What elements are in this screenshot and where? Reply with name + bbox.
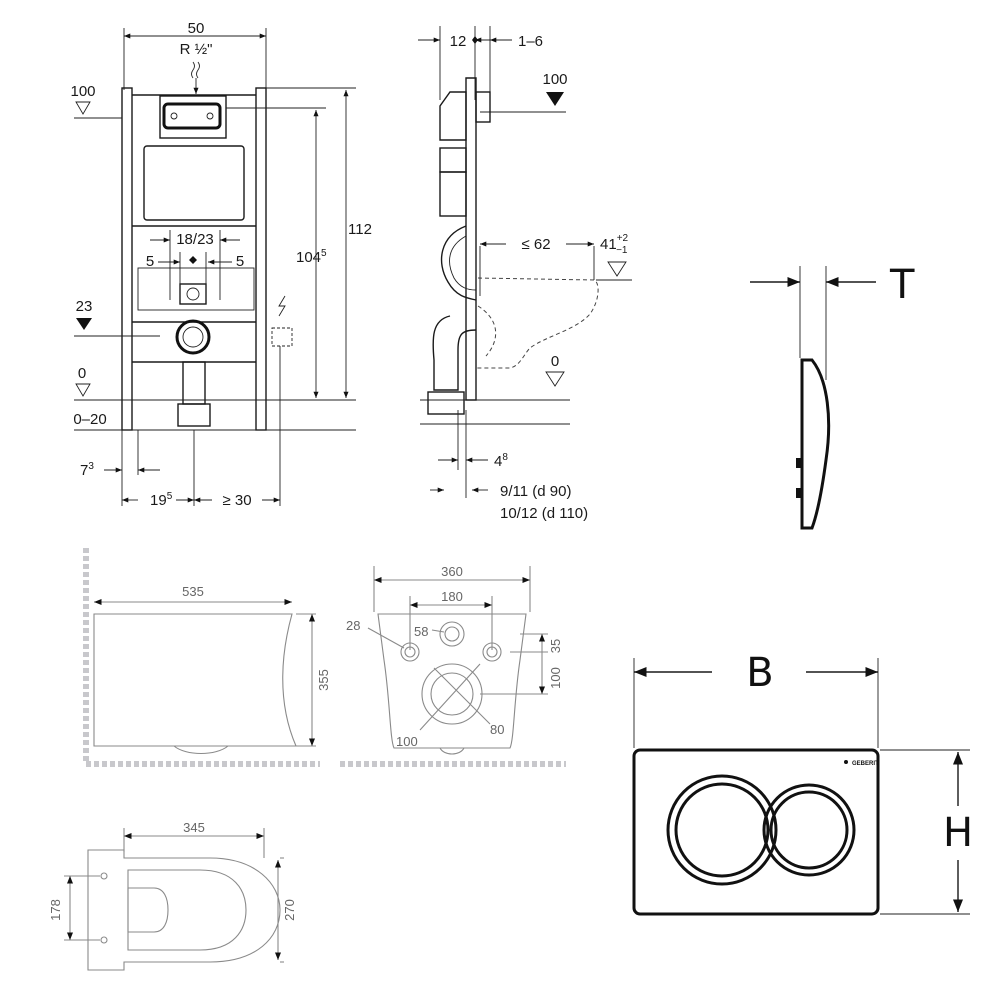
- bowl-back-view: 360 180 28 58 35 100 100 80: [340, 564, 566, 767]
- outlet-inner-label: 80: [490, 722, 504, 737]
- level-100-right-label: 100: [542, 71, 567, 88]
- full-flush-button: [666, 774, 778, 886]
- dim-12-label: 12: [450, 33, 467, 50]
- pipe-label-1: 9/11 (d 90): [500, 483, 571, 500]
- electrical-icon: [278, 295, 286, 317]
- spacing-label: 18/23: [176, 231, 214, 248]
- brand-logo: GEBERIT: [852, 761, 879, 767]
- top-length-label: 345: [183, 820, 205, 835]
- flush-plate-front-view: B GEBERIT H: [632, 650, 973, 916]
- svg-text:100: 100: [70, 83, 95, 100]
- level-0-right-label: 0: [551, 353, 559, 370]
- offset-right-label: 5: [236, 253, 244, 270]
- top-width-label: 270: [282, 899, 297, 921]
- label-t: T: [889, 262, 915, 308]
- height-104-label: 1045: [296, 248, 327, 266]
- bowl-top-view: 345 178 270: [48, 820, 297, 971]
- dim-7-label: 73: [80, 461, 94, 479]
- dim-41-label: 41+2−1: [600, 233, 629, 256]
- label-b: B: [746, 650, 773, 696]
- dim-100-side-label: 100: [548, 667, 563, 689]
- installation-frame-front: 50 R ½" 18/23 5 5: [70, 20, 371, 509]
- back-width-label: 360: [441, 564, 463, 579]
- dim-4-label: 48: [494, 452, 508, 470]
- bowl-length-label: 535: [182, 584, 204, 599]
- range-label: 0–20: [73, 411, 106, 428]
- bolt-hole-label: 28: [346, 618, 360, 633]
- inlet-label: 58: [414, 624, 428, 639]
- hole-spacing-label: 180: [441, 589, 463, 604]
- svg-text:0: 0: [78, 365, 86, 382]
- installation-frame-side: 12 1–6 100 ≤ 62 41+2−1 0: [418, 26, 632, 522]
- label-h: H: [943, 810, 973, 856]
- dim-35-label: 35: [548, 639, 563, 653]
- outlet-outer-label: 100: [396, 734, 418, 749]
- bowl-height-label: 355: [316, 669, 331, 691]
- dim-30-label: ≥ 30: [222, 492, 251, 509]
- dim-19-label: 195: [150, 491, 173, 509]
- level-23: 23: [74, 298, 160, 337]
- pipe-label-2: 10/12 (d 110): [500, 505, 588, 522]
- svg-text:23: 23: [76, 298, 93, 315]
- level-0-left: 0 0–20: [73, 365, 356, 431]
- bolt-spacing-label: 178: [48, 899, 63, 921]
- flush-plate: [632, 748, 880, 916]
- offset-left-label: 5: [146, 253, 154, 270]
- water-supply-icon: [191, 61, 200, 79]
- height-112-label: 112: [348, 221, 372, 238]
- dim-62-label: ≤ 62: [521, 236, 550, 253]
- bowl-side-view: 535 355: [83, 548, 331, 767]
- level-100-left: 100: [70, 83, 122, 119]
- frame-width-label: 50: [188, 20, 205, 37]
- flush-plate-side-view: T: [750, 262, 915, 530]
- thread-label: R ½": [180, 41, 213, 58]
- half-flush-button: [762, 783, 856, 877]
- dim-1-6-label: 1–6: [518, 33, 543, 50]
